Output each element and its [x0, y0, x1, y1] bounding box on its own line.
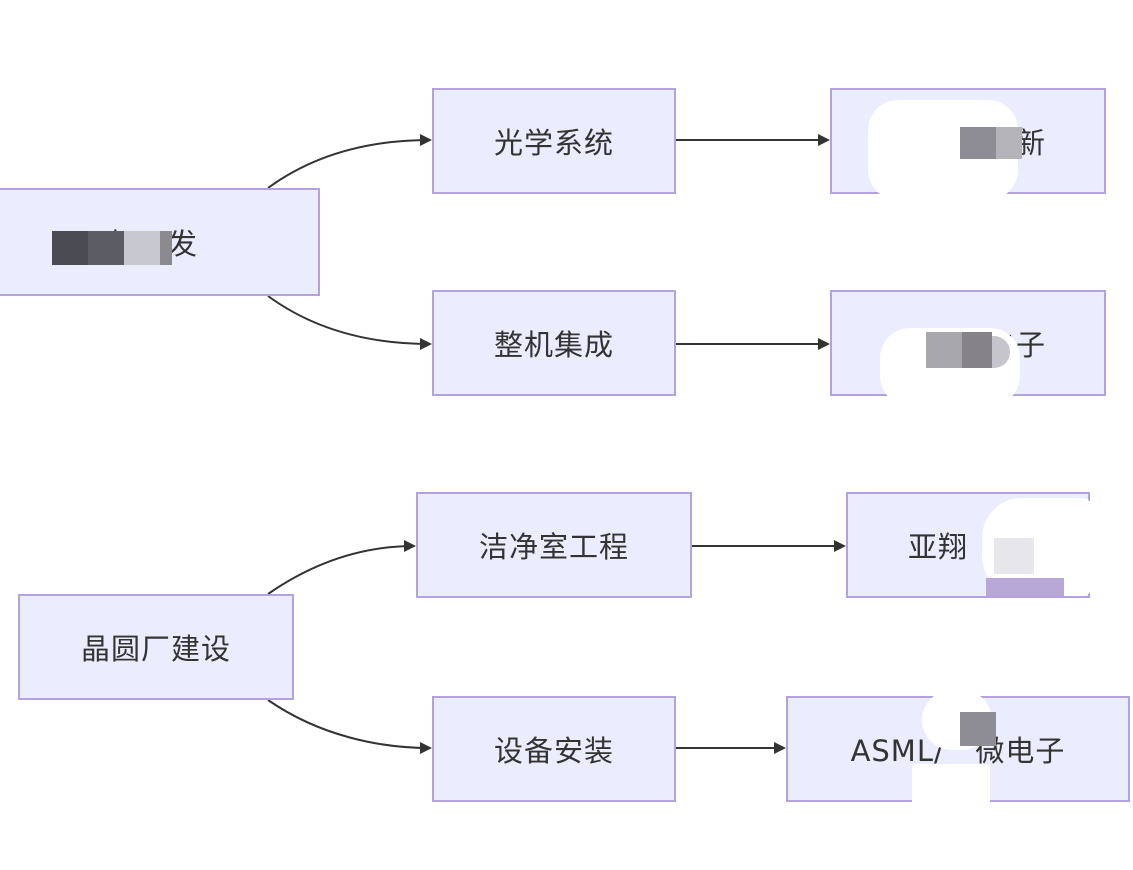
edge-rd-to-integration — [267, 295, 432, 350]
node-label: 晶圆厂建设 — [80, 632, 231, 666]
node-label: 整机集成 — [493, 328, 614, 362]
node-label: 洁净室工程 — [478, 530, 629, 564]
node-supplier-optical: 新 — [830, 88, 1106, 194]
node-lithography-rd: 机研发 — [0, 188, 320, 296]
node-cleanroom: 洁净室工程 — [416, 492, 692, 598]
node-supplier-equipment: ASML/ 微电子 — [786, 696, 1130, 802]
edge-rd-to-optical — [267, 134, 432, 189]
node-optical-system: 光学系统 — [432, 88, 676, 194]
node-machine-integration: 整机集成 — [432, 290, 676, 396]
edge-fab-to-cleanroom — [267, 540, 416, 595]
node-label: 机研发 — [108, 227, 199, 261]
node-supplier-cleanroom: 亚翔 — [846, 492, 1090, 598]
node-label: 电子 — [985, 328, 1046, 362]
node-label: 亚翔 — [908, 530, 969, 564]
node-supplier-integration: 电子 — [830, 290, 1106, 396]
edge-fab-to-equipment — [267, 699, 432, 754]
node-wafer-fab: 晶圆厂建设 — [18, 594, 294, 700]
node-equipment-install: 设备安装 — [432, 696, 676, 802]
node-label: ASML/ 微电子 — [850, 734, 1066, 768]
node-label: 新 — [1015, 126, 1046, 160]
node-label: 设备安装 — [493, 734, 614, 768]
node-label: 光学系统 — [493, 126, 614, 160]
